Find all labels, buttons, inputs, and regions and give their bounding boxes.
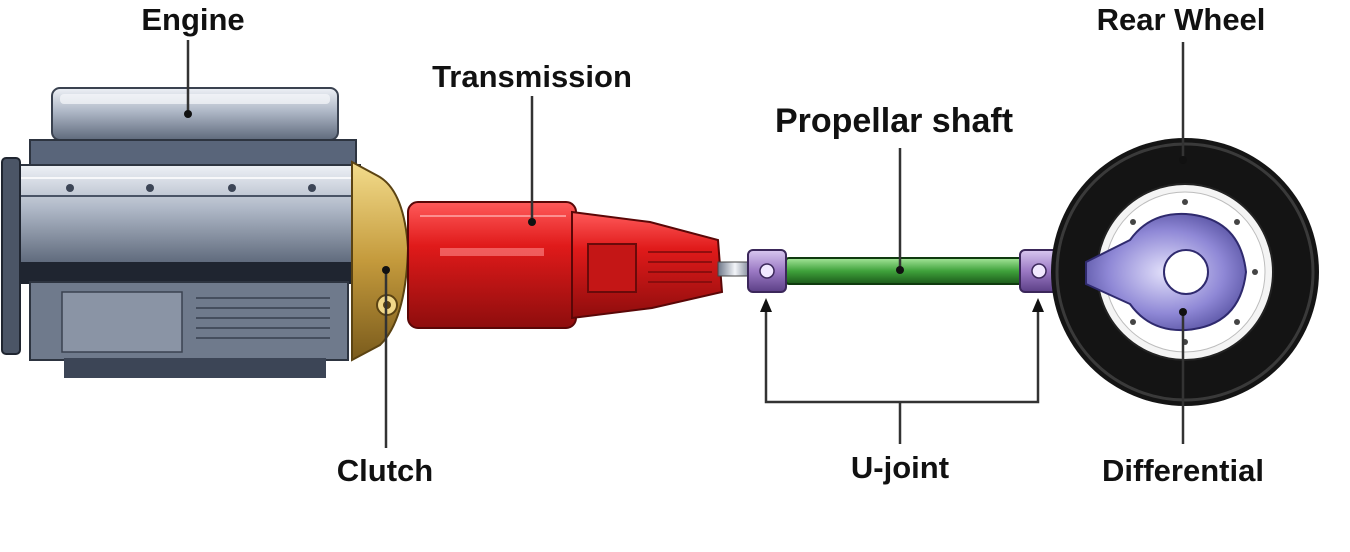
engine-block [1, 87, 361, 378]
leader-lines [186, 40, 1185, 448]
transmission-case [407, 201, 724, 329]
label-u-joint: U-joint [851, 450, 949, 485]
label-propellar-shaft: Propellar shaft [775, 102, 1013, 140]
u-joint-front [747, 249, 787, 293]
differential-housing [1085, 212, 1248, 332]
label-rear-wheel: Rear Wheel [1097, 2, 1266, 37]
label-transmission: Transmission [432, 59, 632, 94]
label-differential: Differential [1102, 453, 1264, 488]
u-joint-arrow-left [760, 298, 772, 312]
clutch-housing [351, 160, 410, 362]
u-joint-arrow-right [1032, 298, 1044, 312]
label-clutch: Clutch [337, 453, 433, 488]
label-engine: Engine [141, 2, 244, 37]
leader-dots [184, 110, 1187, 316]
u-joint-rear [1019, 249, 1059, 293]
